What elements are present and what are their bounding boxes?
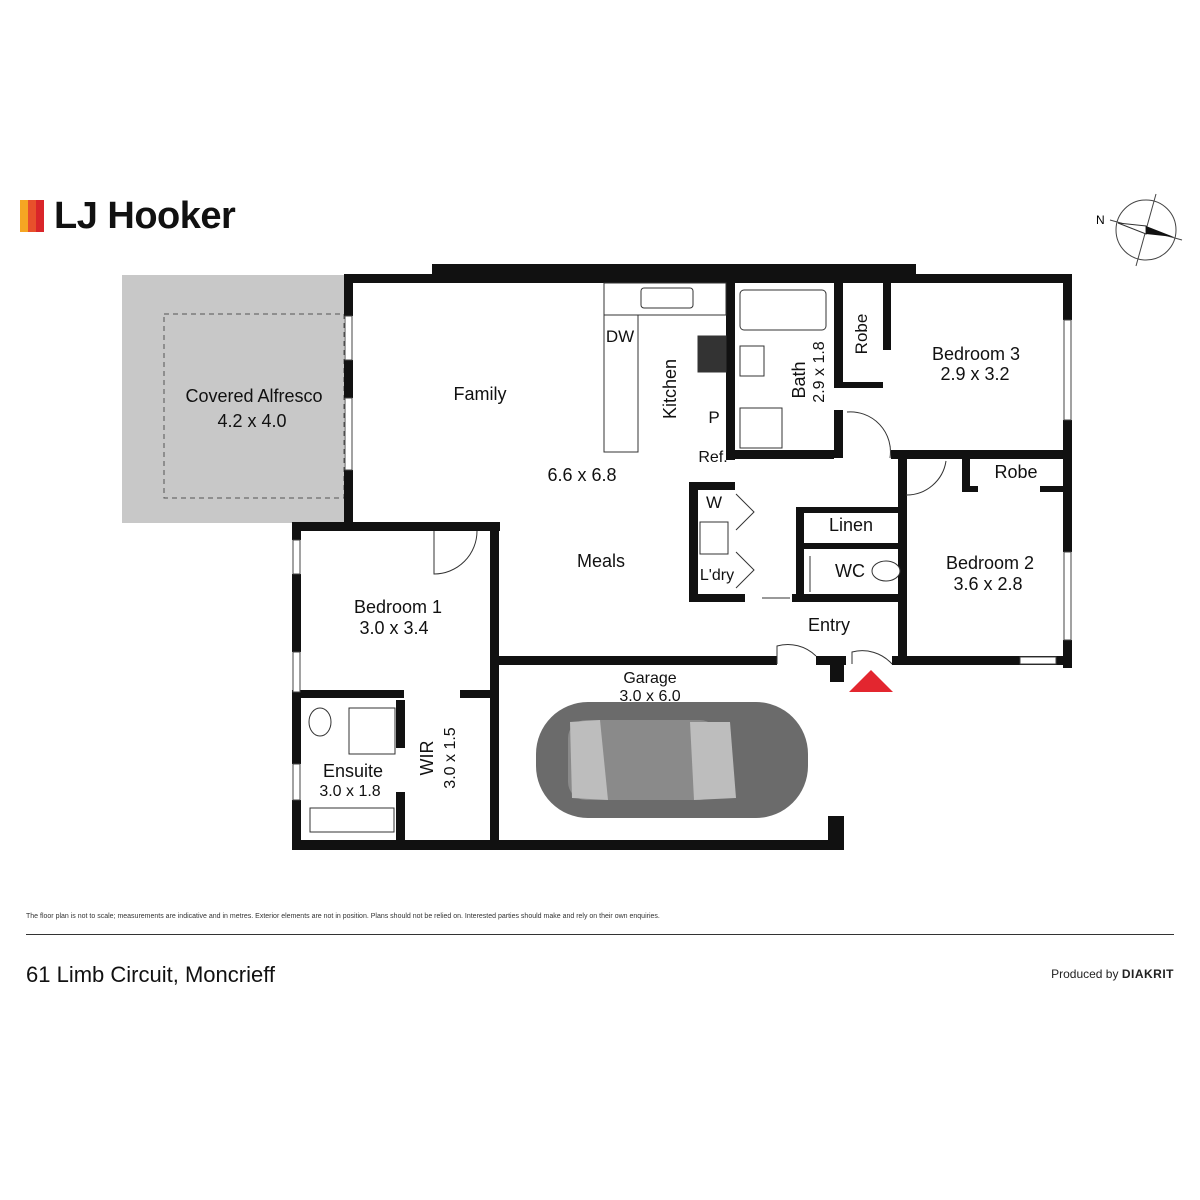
family-label: Family	[454, 384, 507, 404]
garage-size: 3.0 x 6.0	[619, 688, 680, 705]
bath-basin-icon	[739, 345, 765, 377]
bedroom3-label: Bedroom 3	[932, 344, 1020, 364]
kitchen-label: Kitchen	[660, 359, 680, 419]
living-size: 6.6 x 6.8	[547, 465, 616, 485]
north-compass-icon: N	[1096, 193, 1183, 267]
logo-bars-icon	[20, 200, 44, 232]
bedroom3-size: 2.9 x 3.2	[940, 364, 1009, 384]
produced-by-name: DIAKRIT	[1121, 967, 1174, 981]
fixtures	[308, 282, 901, 833]
disclaimer-text: The floor plan is not to scale; measurem…	[26, 913, 660, 920]
garage-label: Garage	[623, 670, 676, 687]
walls	[292, 264, 1072, 850]
ensuite-vanity-icon	[309, 807, 395, 833]
ensuite-label: Ensuite	[323, 761, 383, 781]
wc-label: WC	[835, 561, 865, 581]
car-icon	[536, 702, 808, 818]
wir-size: 3.0 x 1.5	[442, 727, 459, 788]
covered-alfresco-size: 4.2 x 4.0	[217, 411, 286, 431]
ensuite-size: 3.0 x 1.8	[319, 783, 380, 800]
bath-size: 2.9 x 1.8	[811, 341, 828, 402]
brand-name: LJ Hooker	[54, 194, 236, 237]
compass-north-label: N	[1096, 213, 1105, 227]
fridge-label: Ref.	[698, 449, 727, 466]
bedroom2-size: 3.6 x 2.8	[953, 574, 1022, 594]
property-address: 61 Limb Circuit, Moncrieff	[26, 962, 276, 987]
meals-label: Meals	[577, 551, 625, 571]
kitchen-sink-icon	[640, 287, 694, 309]
brand-logo: LJ Hooker	[20, 194, 236, 237]
footer-divider	[26, 934, 1174, 935]
bath-tub-icon	[739, 289, 827, 331]
pantry-label: P	[708, 408, 719, 427]
bath-label: Bath	[789, 361, 809, 398]
laundry-label: L'dry	[700, 567, 734, 584]
produced-by-prefix: Produced by	[1051, 967, 1119, 981]
bedroom1-label: Bedroom 1	[354, 597, 442, 617]
doors	[433, 411, 947, 665]
laundry-tub-icon	[699, 521, 729, 555]
covered-alfresco-area	[122, 275, 344, 523]
linen-label: Linen	[829, 515, 873, 535]
dw-label: DW	[606, 327, 634, 346]
room-labels: Covered Alfresco 4.2 x 4.0 Family 6.6 x …	[185, 314, 1037, 800]
ensuite-toilet-icon	[308, 707, 332, 737]
kitchen-island	[603, 314, 639, 453]
produced-by: Produced by DIAKRIT	[1051, 967, 1174, 981]
ensuite-shower-icon	[348, 707, 396, 755]
robe2-label: Robe	[994, 462, 1037, 482]
bath-shower-icon	[739, 407, 783, 449]
washer-label: W	[706, 493, 722, 512]
bedroom2-label: Bedroom 2	[946, 553, 1034, 573]
robe3-label: Robe	[852, 314, 871, 355]
windows	[292, 315, 1072, 801]
covered-alfresco-label: Covered Alfresco	[185, 386, 322, 406]
alfresco-dashed-outline	[163, 313, 345, 499]
cooktop-icon	[697, 335, 727, 373]
bedroom1-size: 3.0 x 3.4	[359, 618, 428, 638]
entry-marker-icon	[849, 670, 893, 692]
wir-label: WIR	[417, 741, 437, 776]
wc-toilet-icon	[871, 560, 901, 582]
entry-label: Entry	[808, 615, 850, 635]
